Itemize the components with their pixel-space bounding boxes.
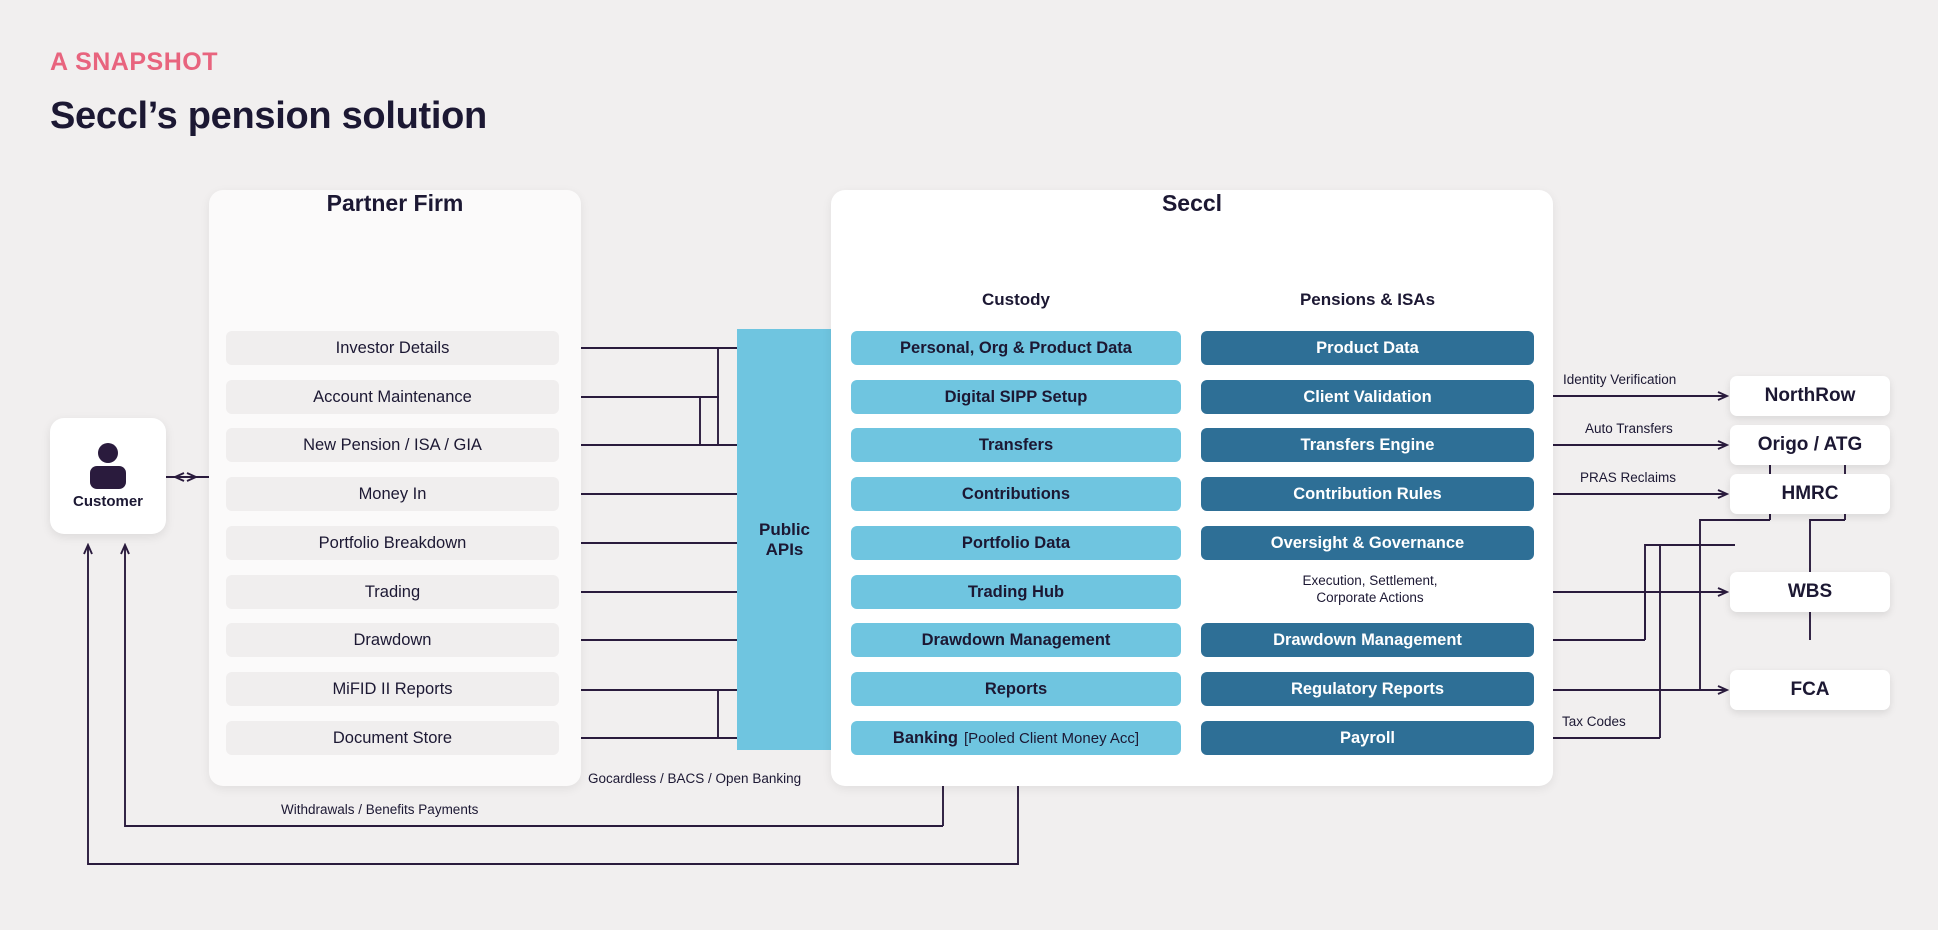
custody-row-sublabel: [Pooled Client Money Acc] (964, 729, 1140, 747)
customer-node[interactable]: Customer (50, 418, 166, 534)
partner-row[interactable]: Drawdown (226, 623, 559, 657)
custody-row[interactable]: Contributions (851, 477, 1181, 511)
pensions-column-heading: Pensions & ISAs (1299, 290, 1436, 309)
custody-row[interactable]: Drawdown Management (851, 623, 1181, 657)
public-apis-line1: Public (758, 519, 810, 539)
external-origo-atg[interactable]: Origo / ATG (1730, 425, 1890, 465)
page-title: Seccl’s pension solution (50, 95, 487, 137)
pensions-row[interactable]: Contribution Rules (1201, 477, 1534, 511)
custody-row-label: Reports (984, 679, 1048, 698)
partner-row[interactable]: Investor Details (226, 331, 559, 365)
pensions-row[interactable]: Client Validation (1201, 380, 1534, 414)
partner-row[interactable]: Document Store (226, 721, 559, 755)
pensions-row[interactable]: Regulatory Reports (1201, 672, 1534, 706)
eyebrow-label: A SNAPSHOT (50, 48, 218, 76)
edge-label-gocardless: Gocardless / BACS / Open Banking (588, 771, 802, 786)
custody-row-label: Portfolio Data (961, 533, 1071, 552)
partner-firm-title: Partner Firm (326, 190, 464, 216)
pensions-row[interactable]: Transfers Engine (1201, 428, 1534, 462)
external-wbs[interactable]: WBS (1730, 572, 1890, 612)
partner-row[interactable]: Account Maintenance (226, 380, 559, 414)
execution-line-1: Execution, Settlement, (1302, 573, 1438, 588)
custody-row-banking[interactable]: Banking [Pooled Client Money Acc] (851, 721, 1181, 755)
custody-row[interactable]: Trading Hub (851, 575, 1181, 609)
custody-row-label: Contributions (961, 484, 1071, 503)
partner-row[interactable]: New Pension / ISA / GIA (226, 428, 559, 462)
edge-label-identity-verification: Identity Verification (1563, 372, 1677, 387)
external-fca[interactable]: FCA (1730, 670, 1890, 710)
edge-label-auto-transfers: Auto Transfers (1585, 421, 1673, 436)
public-apis-band: Public APIs (737, 329, 832, 750)
external-northrow[interactable]: NorthRow (1730, 376, 1890, 416)
custody-row[interactable]: Digital SIPP Setup (851, 380, 1181, 414)
custody-row[interactable]: Portfolio Data (851, 526, 1181, 560)
custody-row-label: Drawdown Management (921, 630, 1111, 649)
edge-label-execution-settlement: Execution, Settlement, Corporate Actions (1255, 573, 1485, 607)
custody-row-label: Banking (892, 728, 958, 747)
edge-label-tax-codes: Tax Codes (1562, 714, 1626, 729)
partner-row[interactable]: Trading (226, 575, 559, 609)
partner-row[interactable]: Money In (226, 477, 559, 511)
custody-row-label: Personal, Org & Product Data (900, 338, 1132, 357)
edge-label-withdrawals: Withdrawals / Benefits Payments (281, 802, 479, 817)
custody-row-label: Digital SIPP Setup (944, 387, 1088, 406)
pensions-row[interactable]: Drawdown Management (1201, 623, 1534, 657)
custody-column-heading: Custody (982, 290, 1050, 309)
partner-row[interactable]: MiFID II Reports (226, 672, 559, 706)
pensions-row[interactable]: Payroll (1201, 721, 1534, 755)
pensions-row[interactable]: Oversight & Governance (1201, 526, 1534, 560)
partner-row[interactable]: Portfolio Breakdown (226, 526, 559, 560)
external-hmrc[interactable]: HMRC (1730, 474, 1890, 514)
custody-row-label: Trading Hub (967, 582, 1065, 601)
custody-row[interactable]: Transfers (851, 428, 1181, 462)
custody-row-label: Transfers (978, 435, 1054, 454)
public-apis-line2: APIs (765, 539, 804, 559)
custody-row[interactable]: Personal, Org & Product Data (851, 331, 1181, 365)
custody-row[interactable]: Reports (851, 672, 1181, 706)
customer-label: Customer (72, 492, 143, 510)
person-icon (85, 442, 131, 489)
edge-label-pras-reclaims: PRAS Reclaims (1580, 470, 1677, 485)
execution-line-2: Corporate Actions (1316, 589, 1424, 605)
pensions-row[interactable]: Product Data (1201, 331, 1534, 365)
seccl-title: Seccl (1161, 190, 1223, 216)
